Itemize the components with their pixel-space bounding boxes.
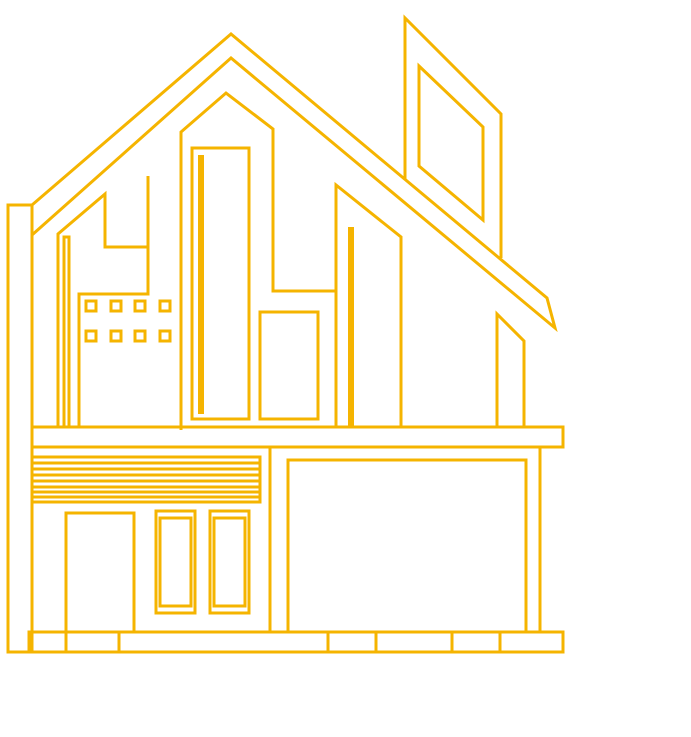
left-gable — [56, 176, 150, 427]
tall-window — [190, 146, 251, 421]
floor-slab — [30, 425, 565, 449]
vent-square — [133, 299, 147, 313]
base-plinth — [27, 630, 565, 654]
garage-door — [286, 458, 528, 634]
middle-window — [258, 310, 320, 421]
window-right-frame — [208, 509, 251, 615]
vent-square — [84, 329, 98, 343]
vent-square — [84, 299, 98, 313]
front-door — [64, 511, 136, 634]
window-right-pane — [212, 516, 247, 608]
middle-tower — [179, 91, 336, 430]
right-small-wing — [495, 310, 526, 427]
vent-square — [109, 329, 123, 343]
right-wing — [334, 181, 403, 427]
vent-square — [133, 329, 147, 343]
chimney-window — [417, 62, 485, 224]
left-block — [77, 247, 150, 427]
roof-outer — [31, 32, 558, 333]
vent-square — [109, 299, 123, 313]
vent-square — [158, 329, 172, 343]
vent-square — [158, 299, 172, 313]
chimney — [403, 14, 503, 258]
window-left-pane — [158, 516, 193, 608]
left-pillar — [6, 203, 34, 654]
left-gable-stripe — [62, 235, 71, 429]
window-left-frame — [154, 509, 197, 615]
